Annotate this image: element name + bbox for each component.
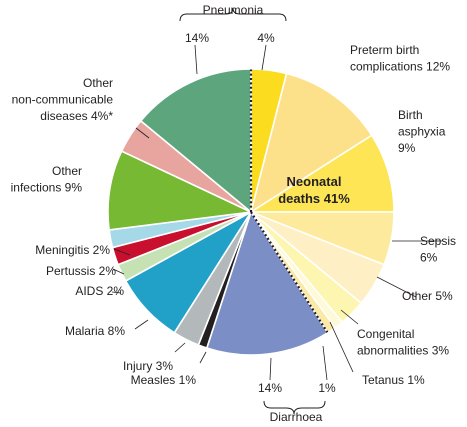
label-line: Measles 1%	[131, 373, 197, 387]
label-line: Sepsis	[420, 234, 456, 248]
center-label: Neonatal deaths 41%	[278, 174, 350, 206]
leader-line-10	[135, 127, 150, 139]
pneumonia-4-tick	[261, 44, 267, 71]
label-other-infections-9-18: Other infections 9%	[11, 164, 83, 195]
label-line: Other	[52, 164, 82, 178]
center-label-line: Neonatal	[287, 174, 342, 189]
leader-line-1	[376, 276, 417, 298]
label-line: Pertussis 2%	[46, 264, 116, 278]
label-line: infections 9%	[11, 181, 83, 195]
label-line: Injury 3%	[123, 359, 173, 373]
label-line: Other 5%	[402, 289, 453, 303]
neonatal-boundary-1	[250, 211, 329, 334]
label-injury-3-13: Injury 3%	[123, 359, 173, 373]
label-line: AIDS 2%	[75, 284, 124, 298]
label-line: Diarrhoea	[270, 410, 323, 424]
label-line: Birth	[398, 108, 423, 122]
diarrhoea-14-tick	[269, 357, 272, 381]
leader-line-4	[199, 351, 207, 364]
label-line: Preterm birth	[350, 43, 419, 57]
label-4-2: 4%	[257, 31, 275, 45]
label-other-5-6: Other 5%	[402, 289, 453, 303]
label-line: 14%	[258, 381, 282, 395]
label-14-1: 14%	[185, 31, 209, 45]
label-line: 14%	[185, 31, 209, 45]
label-other-non-communicable-diseases-4-19: Other non-communicable diseases 4%*	[12, 76, 114, 123]
leader-line-5	[174, 342, 186, 353]
label-line: diseases 4%*	[40, 109, 113, 123]
label-diarrhoea-11: Diarrhoea	[270, 410, 323, 424]
leader-line-3	[329, 321, 354, 373]
label-tetanus-1-8: Tetanus 1%	[362, 373, 425, 387]
label-line: 1%	[318, 381, 336, 395]
diarrhoea-brace	[263, 400, 326, 415]
label-14-10: 14%	[258, 381, 282, 395]
label-line: Tetanus 1%	[362, 373, 425, 387]
label-line: 9%	[398, 141, 416, 155]
pie-outline	[107, 68, 395, 356]
label-aids-2-15: AIDS 2%	[75, 284, 124, 298]
label-line: 4%	[257, 31, 275, 45]
label-meningitis-2-17: Meningitis 2%	[35, 243, 110, 257]
label-birth-asphyxia-9-4: Birth asphyxia 9%	[398, 108, 446, 155]
label-line: Malaria 8%	[65, 324, 125, 338]
label-sepsis-6-5: Sepsis 6%	[420, 234, 456, 265]
label-line: Congenital	[357, 327, 414, 341]
label-line: 6%	[420, 251, 438, 265]
leader-line-9	[113, 248, 131, 256]
center-label-line: deaths 41%	[278, 191, 350, 206]
leader-line-8	[112, 268, 125, 275]
label-measles-1-12: Measles 1%	[131, 373, 197, 387]
label-line: Pneumonia	[203, 3, 264, 17]
label-pneumonia-0: Pneumonia	[203, 3, 264, 17]
label-line: Other	[83, 76, 113, 90]
leader-line-2	[340, 309, 359, 325]
label-congenital-abnormalities-3-7: Congenital abnormalities 3%	[357, 327, 449, 358]
label-line: abnormalities 3%	[357, 344, 449, 358]
label-line: asphyxia	[398, 125, 446, 139]
label-malaria-8-14: Malaria 8%	[65, 324, 125, 338]
label-preterm-birth-complications-12-3: Preterm birth complications 12%	[350, 43, 450, 74]
diarrhoea-1-tick	[322, 345, 328, 381]
label-pertussis-2-16: Pertussis 2%	[46, 264, 116, 278]
label-line: Meningitis 2%	[35, 243, 110, 257]
label-1-9: 1%	[318, 381, 336, 395]
label-line: non-communicable	[12, 93, 114, 107]
leader-line-7	[111, 291, 122, 294]
pneumonia-14-tick	[194, 44, 198, 75]
leader-line-6	[134, 319, 149, 330]
label-line: complications 12%	[350, 60, 450, 74]
pneumonia-brace	[179, 7, 287, 22]
